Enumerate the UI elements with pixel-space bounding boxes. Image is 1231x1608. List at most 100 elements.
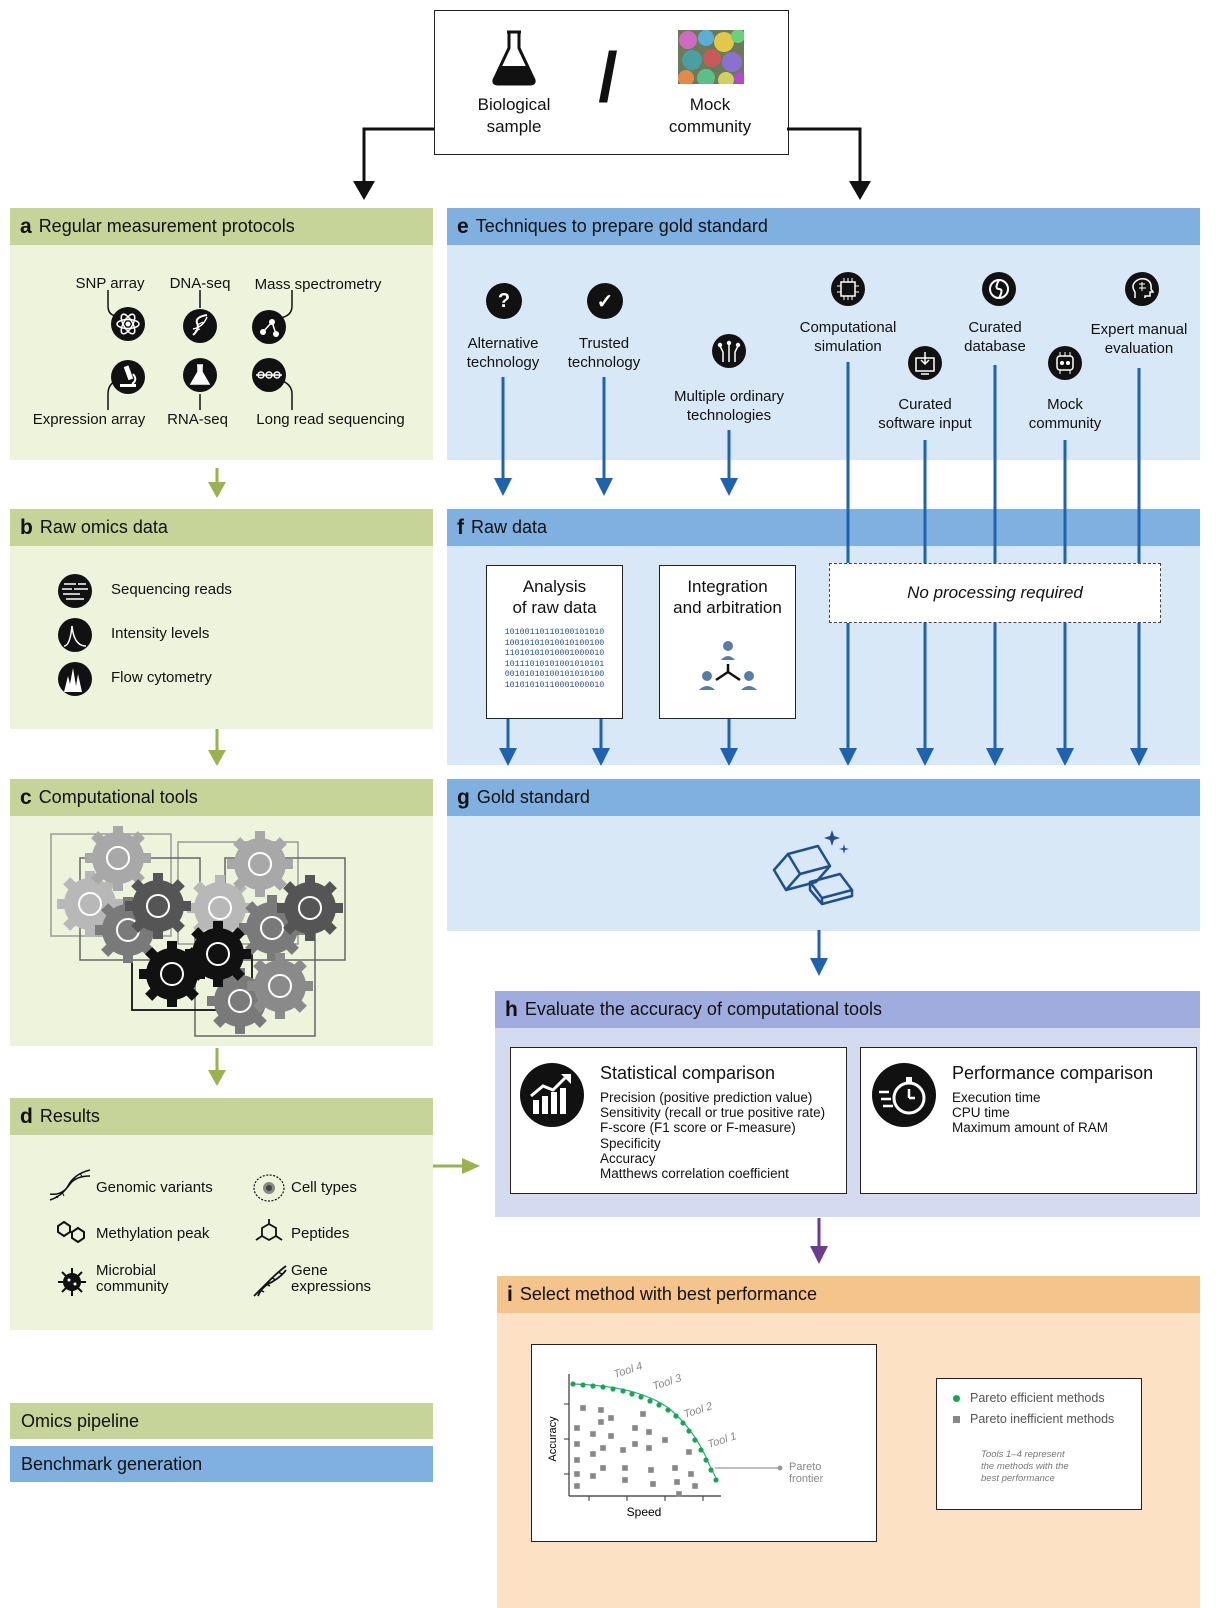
- multiple-technologies-icon: [712, 334, 746, 368]
- genomic-variants-label: Genomic variants: [96, 1179, 213, 1196]
- y-axis-label: Accuracy: [547, 1416, 559, 1462]
- mock-label-line1: Mock: [689, 95, 731, 114]
- simulation-icon: [831, 272, 865, 306]
- software-line2: software input: [878, 415, 972, 432]
- tool-2-annotation: Tool 2: [682, 1400, 714, 1421]
- perf-item: Maximum amount of RAM: [952, 1120, 1109, 1136]
- panel-e-letter: e: [457, 214, 469, 238]
- legend-efficient-row: Pareto efficient methods: [953, 1391, 1105, 1405]
- pareto-inefficient-point: [640, 1411, 646, 1417]
- note-line: the methods with the: [981, 1461, 1069, 1472]
- panel-d-letter: d: [20, 1104, 33, 1128]
- pareto-efficient-point: [629, 1391, 635, 1397]
- top-connector-arrows: [353, 127, 871, 200]
- alt-tech-line2: technology: [466, 354, 540, 371]
- pareto-inefficient-point: [574, 1425, 580, 1431]
- pareto-inefficient-point: [574, 1471, 580, 1477]
- stat-title: Statistical comparison: [600, 1063, 776, 1083]
- software-input-icon: [908, 346, 942, 380]
- mock-line2: community: [1028, 415, 1102, 432]
- trusted-line2: technology: [567, 354, 641, 371]
- expert-head-icon: [1125, 272, 1159, 306]
- panel-f-letter: f: [457, 515, 464, 539]
- biological-label-line1: Biological: [477, 95, 551, 114]
- frontier-pointer-dot: [777, 1465, 783, 1471]
- panel-f-header: f Raw data: [447, 509, 1200, 546]
- frontier-label-line2: frontier: [789, 1473, 824, 1485]
- legend-omics-label: Omics pipeline: [21, 1410, 140, 1431]
- pareto-inefficient-point: [686, 1449, 692, 1455]
- efficient-marker: [953, 1394, 960, 1402]
- people-network-icon: [699, 641, 757, 690]
- pareto-inefficient-point: [574, 1441, 580, 1447]
- pareto-inefficient-point: [632, 1441, 638, 1447]
- legend-benchmark-generation: Benchmark generation: [10, 1446, 433, 1482]
- pareto-chart-box: [531, 1344, 877, 1542]
- x-axis-label: Speed: [627, 1505, 662, 1519]
- pareto-inefficient-point: [648, 1467, 654, 1473]
- panel-b-title: Raw omics data: [39, 517, 168, 537]
- flow-cytometry-label: Flow cytometry: [111, 669, 212, 686]
- inefficient-marker: [953, 1415, 960, 1423]
- panel-h-letter: h: [505, 997, 518, 1021]
- integration-line1: Integration: [687, 577, 768, 596]
- sim-line1: Computational: [799, 319, 897, 336]
- pareto-inefficient-point: [688, 1471, 694, 1477]
- pareto-efficient-point: [713, 1477, 719, 1483]
- perf-title: Performance comparison: [952, 1063, 1154, 1083]
- perf-items: Execution time CPU time Maximum amount o…: [952, 1090, 1108, 1136]
- gene-expressions-icon: [253, 1265, 287, 1297]
- pareto-legend-box: Pareto efficient methods Pareto ineffici…: [936, 1378, 1142, 1510]
- db-line1: Curated: [968, 319, 1022, 336]
- gene-expressions-text: Gene expressions: [291, 1262, 372, 1295]
- atom-icon: [111, 307, 145, 341]
- panel-c-title: Computational tools: [38, 787, 198, 807]
- legend-omics-pipeline: Omics pipeline: [10, 1403, 433, 1439]
- legend-benchmark-label: Benchmark generation: [21, 1453, 203, 1474]
- database-icon: [982, 272, 1016, 306]
- stat-item: Precision (positive prediction value): [600, 1090, 813, 1105]
- genomic-variants-icon: [49, 1169, 91, 1201]
- panel-g-title: Gold standard: [476, 787, 590, 807]
- stat-item: Specificity: [600, 1135, 661, 1151]
- panel-g-header: g Gold standard: [447, 779, 1200, 816]
- pareto-inefficient-point: [590, 1451, 596, 1457]
- pareto-inefficient-point: [608, 1433, 614, 1439]
- pareto-efficient-point: [610, 1386, 616, 1392]
- pareto-inefficient-point: [622, 1477, 628, 1483]
- binary-line: 10010101010010100100: [504, 638, 605, 648]
- pareto-inefficient-point: [608, 1415, 614, 1421]
- panel-a-title: Regular measurement protocols: [38, 216, 295, 236]
- mock-community-label: Mock community: [650, 94, 770, 138]
- pareto-inefficient-point: [590, 1473, 596, 1479]
- binary-data-block: 10100110110100101010 1001010101001010010…: [487, 628, 622, 691]
- pareto-efficient-point: [656, 1402, 662, 1408]
- sequencing-reads-label: Sequencing reads: [111, 581, 232, 598]
- intensity-levels-label: Intensity levels: [111, 625, 210, 642]
- ticks: [564, 1403, 704, 1501]
- multi-line2: technologies: [686, 407, 772, 424]
- panel-e-header: e Techniques to prepare gold standard: [447, 208, 1200, 245]
- panel-e-title: Techniques to prepare gold standard: [475, 216, 768, 236]
- panel-a-header: a Regular measurement protocols: [10, 208, 433, 245]
- microbial-community-text: Microbial community: [96, 1262, 169, 1295]
- intensity-levels-icon: [58, 618, 92, 652]
- binary-line: 00101010100101010100: [504, 670, 605, 679]
- pareto-inefficient-point: [574, 1457, 580, 1463]
- pareto-inefficient-point: [600, 1445, 606, 1451]
- binary-line: 10100110110100101010: [504, 628, 605, 637]
- biological-sample-label: Biological sample: [454, 94, 574, 138]
- pareto-inefficient-point: [580, 1405, 586, 1411]
- stat-items: Precision (positive prediction value) Se…: [600, 1090, 825, 1181]
- pareto-efficient-point: [590, 1383, 596, 1389]
- no-processing-box: No processing required: [829, 563, 1161, 623]
- pareto-efficient-point: [580, 1382, 586, 1388]
- pareto-efficient-point: [692, 1437, 698, 1443]
- separator-slash: /: [598, 38, 618, 116]
- stopwatch-icon: [872, 1063, 936, 1127]
